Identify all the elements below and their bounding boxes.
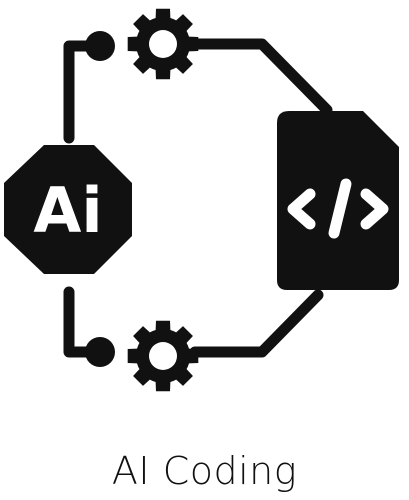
top-left-connector — [63, 40, 104, 144]
ai-coding-illustration: Ai — [4, 8, 399, 392]
gear-hole — [149, 342, 177, 370]
bottom-connector-node-icon — [85, 337, 115, 367]
top-connector-node-icon — [85, 31, 115, 61]
top-right-connector — [189, 38, 333, 116]
badge-label: Ai — [33, 174, 102, 247]
gear-hole — [149, 30, 177, 58]
top-gear-icon — [127, 8, 199, 80]
ai-badge: Ai — [4, 145, 132, 274]
right-angle-bracket-icon — [360, 188, 389, 230]
slash-icon — [328, 178, 352, 239]
code-brackets-icon — [287, 178, 389, 239]
left-angle-bracket-icon — [287, 188, 316, 230]
bottom-right-connector — [189, 289, 324, 358]
bottom-gear-icon — [127, 320, 199, 392]
octagon-badge-icon — [4, 145, 132, 274]
code-document — [277, 111, 399, 290]
caption-title: AI Coding — [111, 449, 298, 493]
